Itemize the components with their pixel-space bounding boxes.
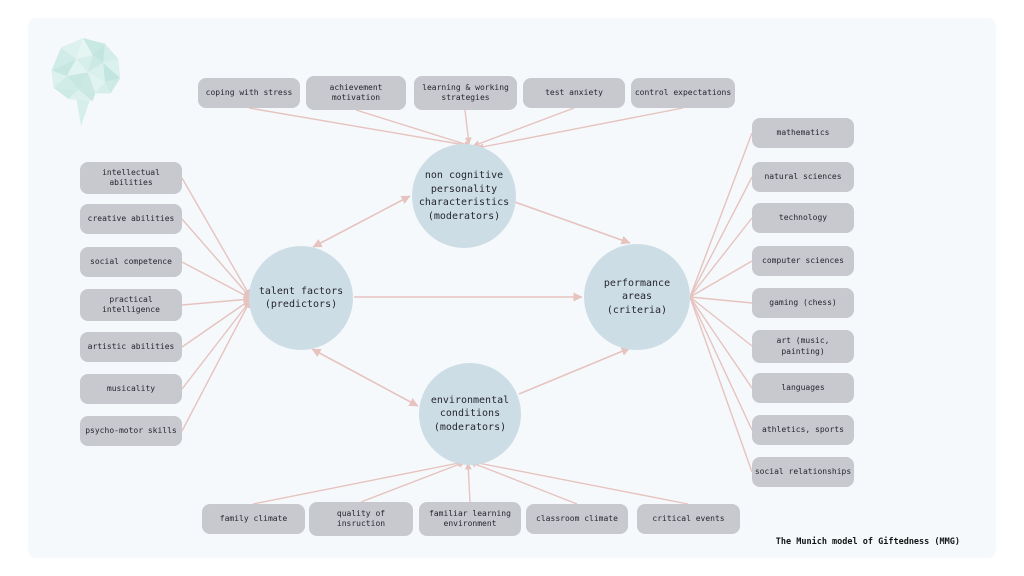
box-athletics-sports: athletics, sports xyxy=(752,415,854,445)
circle-noncognitive-personality-characteristics: non cognitive personality characteristic… xyxy=(412,144,516,248)
box-practical-intelligence: practical intelligence xyxy=(80,289,182,321)
box-critical-events: critical events xyxy=(637,504,740,534)
box-computer-sciences: computer sciences xyxy=(752,246,854,276)
box-control-expectations: control expectations xyxy=(631,78,735,108)
box-intellectual-abilities: intellectual abilities xyxy=(80,162,182,194)
brain-icon xyxy=(51,37,121,126)
box-classroom-climate: classroom climate xyxy=(526,504,628,534)
box-quality-of-insruction: quality of insruction xyxy=(309,502,413,536)
box-creative-abilities: creative abilities xyxy=(80,204,182,234)
box-gaming-chess: gaming (chess) xyxy=(752,288,854,318)
box-technology: technology xyxy=(752,203,854,233)
box-family-climate: family climate xyxy=(202,504,305,534)
box-artistic-abilities: artistic abilities xyxy=(80,332,182,362)
box-musicality: musicality xyxy=(80,374,182,404)
box-coping-with-stress: coping with stress xyxy=(198,78,300,108)
box-natural-sciences: natural sciences xyxy=(752,162,854,192)
box-learning-working-strategies: learning & working strategies xyxy=(414,76,517,110)
circle-environmental-conditions: environmental conditions (moderators) xyxy=(419,363,521,465)
box-social-competence: social competence xyxy=(80,247,182,277)
circle-performance-areas: performance areas (criteria) xyxy=(584,244,690,350)
box-languages: languages xyxy=(752,373,854,403)
box-psycho-motor-skills: psycho-motor skills xyxy=(80,416,182,446)
circle-talent-factors: talent factors (predictors) xyxy=(249,246,353,350)
box-achievement-motivation: achievement motivation xyxy=(306,76,406,110)
diagram-caption: The Munich model of Giftedness (MMG) xyxy=(775,537,960,547)
box-social-relationships: social relationships xyxy=(752,457,854,487)
box-test-anxiety: test anxiety xyxy=(523,78,625,108)
box-mathematics: mathematics xyxy=(752,118,854,148)
box-familiar-learning-environment: familiar learning environment xyxy=(419,502,521,536)
box-art-music-painting: art (music, painting) xyxy=(752,330,854,363)
